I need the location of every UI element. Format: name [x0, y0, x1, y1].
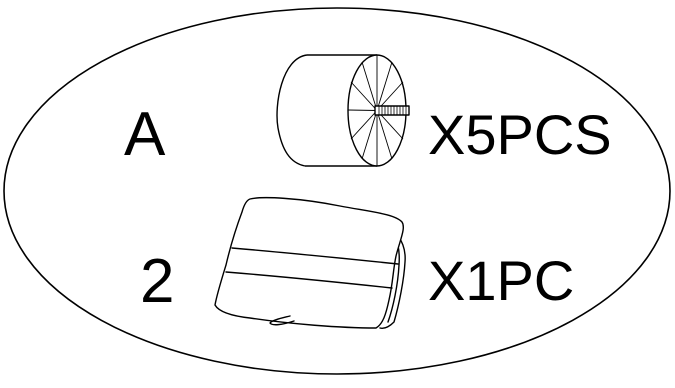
part-a-quantity: X5PCS — [428, 103, 612, 166]
part-2-quantity: X1PC — [428, 249, 575, 312]
part-2-identifier: 2 — [140, 247, 175, 316]
cloth-icon — [214, 196, 406, 329]
leg-with-bolt-icon — [276, 54, 410, 167]
part-a-identifier: A — [124, 100, 166, 169]
parts-outline-ellipse — [3, 7, 671, 375]
